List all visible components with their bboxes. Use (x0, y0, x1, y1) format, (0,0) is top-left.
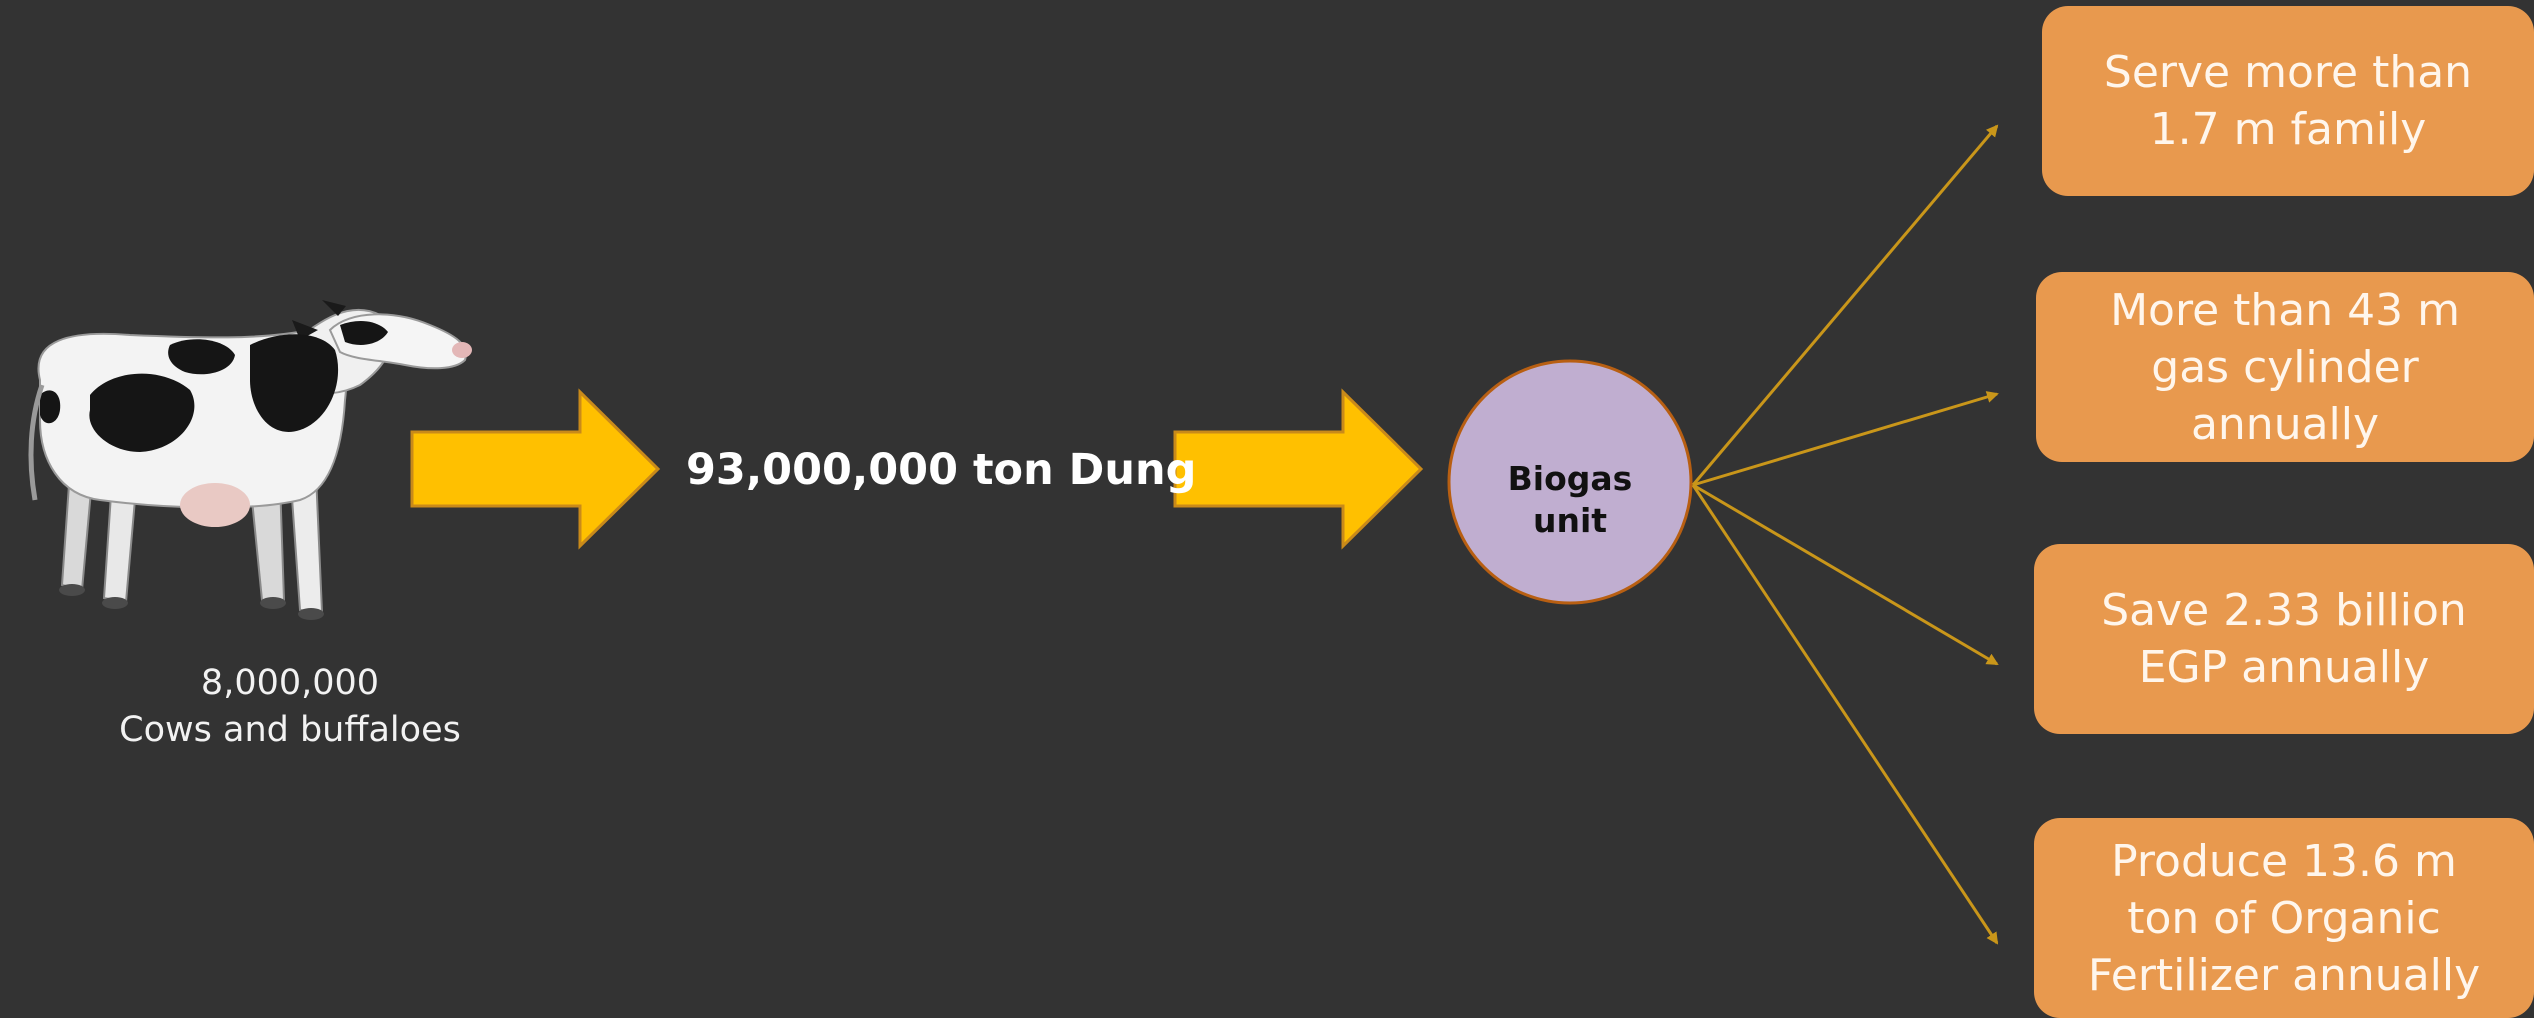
outcome-text-line: 1.7 m family (2149, 104, 2427, 155)
outcome-text-line: Serve more than (2103, 47, 2473, 98)
outcome-text-line: annually (2190, 398, 2380, 450)
outcome-box-gas-cylinders: More than 43 m gas cylinder annually (2036, 272, 2534, 462)
cow-label: Cows and buffaloes (119, 710, 461, 750)
arrow-cows-to-dung (410, 388, 661, 550)
dung-label: 93,000,000 ton Dung (686, 445, 1197, 495)
outcome-text-line: EGP annually (2138, 642, 2430, 693)
outcome-box-families: Serve more than 1.7 m family (2042, 6, 2534, 196)
biogas-label-line: Biogas (1507, 459, 1633, 498)
connector-line (1692, 483, 1999, 666)
outcome-text-line: ton of Organic (2127, 892, 2441, 944)
outcome-text-line: gas cylinder (2151, 341, 2419, 393)
outcome-box-fertilizer: Produce 13.6 m ton of Organic Fertilizer… (2034, 818, 2534, 1018)
connector-line (1691, 484, 1999, 945)
biogas-unit-node (1447, 359, 1693, 605)
cow-image (28, 300, 472, 620)
connector-line (1691, 124, 1999, 486)
biogas-unit-label: Biogas unit (1450, 458, 1690, 542)
outcome-text-line: Fertilizer annually (2087, 949, 2481, 1001)
outcome-box-savings: Save 2.33 billion EGP annually (2034, 544, 2534, 734)
cow-count: 8,000,000 (200, 663, 380, 703)
outcome-text-line: Save 2.33 billion (2101, 585, 2467, 636)
connector-line (1692, 391, 1999, 487)
biogas-label-line: unit (1532, 501, 1608, 540)
arrow-dung-to-biogas (1173, 388, 1424, 550)
cow-caption: 8,000,000 Cows and buffaloes (60, 660, 520, 754)
outcome-text-line: Produce 13.6 m (2111, 835, 2457, 887)
outcome-text-line: More than 43 m (2110, 284, 2460, 336)
